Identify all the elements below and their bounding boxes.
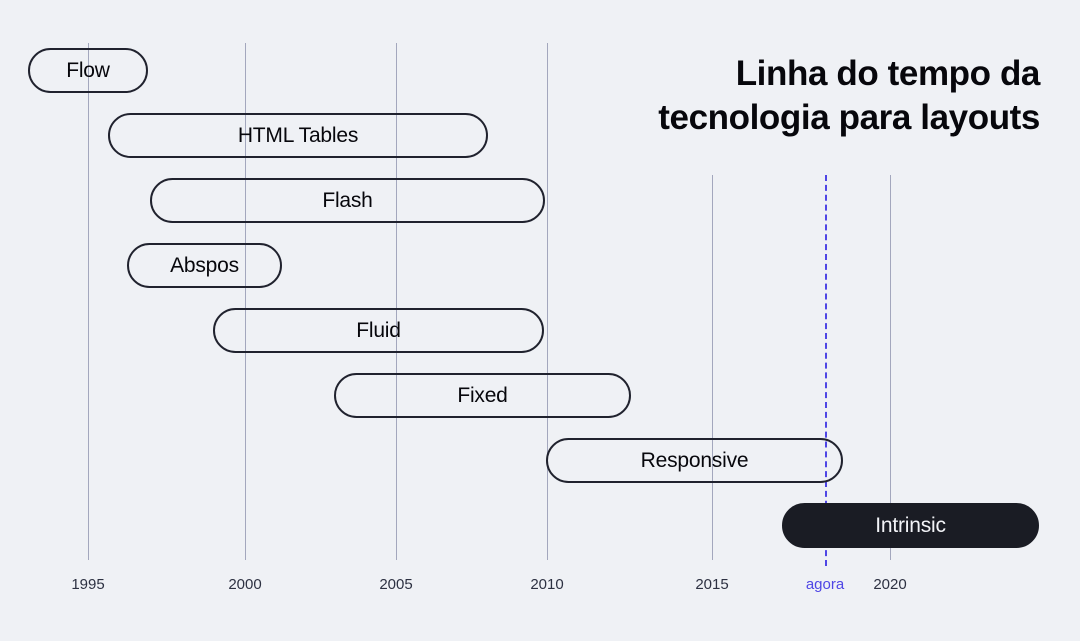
x-tick-label-2005: 2005 (379, 576, 413, 593)
x-tick-label-1995: 1995 (71, 576, 105, 593)
timeline-bar-label: Fixed (457, 383, 508, 407)
timeline-bar-intrinsic[interactable]: Intrinsic (782, 503, 1039, 548)
x-tick-label-2015: 2015 (695, 576, 729, 593)
timeline-bar-flow[interactable]: Flow (28, 48, 148, 93)
timeline-bar-fixed[interactable]: Fixed (334, 373, 631, 418)
timeline-bar-fluid[interactable]: Fluid (213, 308, 544, 353)
timeline-bar-label: Intrinsic (875, 513, 946, 537)
timeline-bar-label: Flash (322, 188, 373, 212)
timeline-bar-responsive[interactable]: Responsive (546, 438, 843, 483)
timeline-bar-abspos[interactable]: Abspos (127, 243, 282, 288)
timeline-bar-label: Fluid (356, 318, 401, 342)
timeline-bar-label: Responsive (640, 448, 749, 472)
gridline-2015 (712, 175, 713, 560)
gridline-1995 (88, 43, 89, 560)
x-tick-label-2010: 2010 (530, 576, 564, 593)
timeline-bar-html-tables[interactable]: HTML Tables (108, 113, 488, 158)
gridline-2020 (890, 175, 891, 560)
timeline-bar-label: Flow (66, 58, 110, 82)
x-tick-label-2020: 2020 (873, 576, 907, 593)
gridline-2005 (396, 43, 397, 560)
x-tick-label-agora: agora (805, 576, 845, 593)
page-title: Linha do tempo da tecnologia para layout… (658, 54, 1040, 137)
timeline-bar-flash[interactable]: Flash (150, 178, 545, 223)
timeline-bar-label: HTML Tables (237, 123, 359, 147)
timeline-bar-label: Abspos (170, 253, 239, 277)
x-tick-label-2000: 2000 (228, 576, 262, 593)
gridline-agora (825, 175, 827, 566)
gridline-2000 (245, 43, 246, 560)
gridline-2010 (547, 43, 548, 560)
